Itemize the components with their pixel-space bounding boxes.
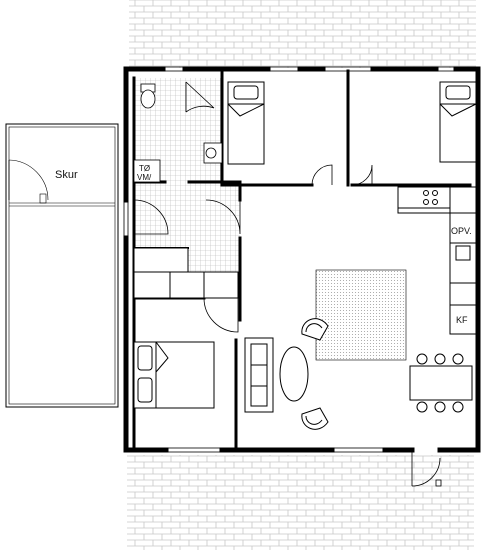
kitchen-counter-side	[449, 186, 477, 335]
armchair-bottom	[301, 407, 329, 430]
hall-storage	[133, 247, 239, 299]
door-bedroom-1	[311, 164, 333, 186]
door-bath	[185, 81, 215, 113]
door-bedroom-3	[203, 297, 239, 333]
door-hall	[205, 199, 241, 235]
shed-outline	[5, 123, 119, 408]
windows	[123, 66, 457, 453]
laundry-box	[133, 159, 161, 183]
window-bedroom-1	[267, 66, 301, 72]
bed-2	[439, 81, 477, 163]
living-rug	[315, 269, 407, 361]
doors	[133, 81, 442, 487]
utility-label: OPV.	[451, 226, 472, 236]
toilet-bowl	[140, 89, 156, 109]
hall-cabinet	[133, 247, 189, 273]
window-bedroom-3	[435, 66, 457, 72]
bathroom-fixtures: TØ VM/	[133, 83, 223, 183]
paving-south	[127, 455, 474, 550]
kitchen: OPV. KF	[397, 186, 477, 335]
beds	[133, 81, 477, 409]
shed: Skur	[5, 123, 119, 408]
stove	[423, 190, 438, 205]
paving-north	[129, 0, 476, 68]
window-bath	[162, 66, 186, 72]
shed-door-swing	[8, 159, 49, 201]
living-furniture	[244, 318, 473, 430]
window-south-2	[331, 447, 386, 453]
laundry-label-bottom: VM/	[137, 173, 152, 182]
kitchen-sink	[455, 245, 471, 261]
sofa	[244, 337, 274, 413]
exterior-walls	[123, 66, 481, 453]
door-bedroom-2	[351, 164, 373, 186]
coffee-table	[279, 346, 309, 402]
bed-1	[227, 81, 265, 165]
wardrobe	[133, 271, 239, 299]
door-entry	[133, 199, 169, 235]
exterior-paving	[127, 0, 476, 550]
bed-double	[133, 341, 215, 409]
laundry-label-top: TØ	[139, 164, 150, 173]
window-west	[123, 199, 129, 239]
shed-label: Skur	[55, 169, 78, 181]
dining-table	[409, 353, 473, 413]
door-patio	[411, 452, 441, 487]
fridge-label: KF	[456, 315, 468, 325]
armchair-top	[301, 318, 329, 341]
floor-finishes	[134, 78, 407, 361]
window-south-1	[165, 447, 223, 453]
